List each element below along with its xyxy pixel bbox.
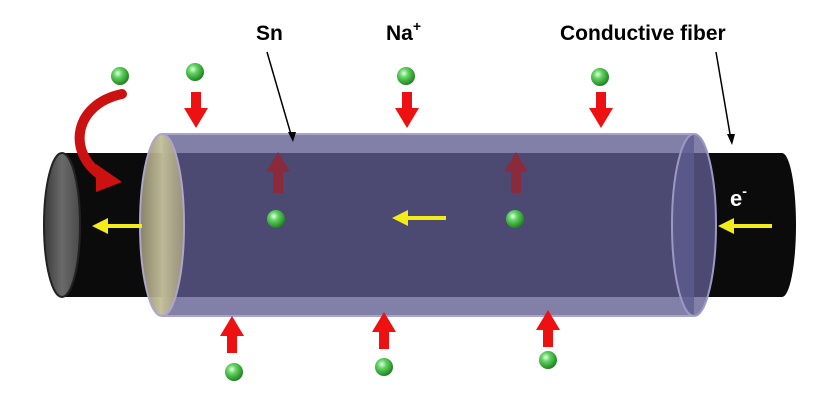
ion-group (111, 63, 609, 381)
up-arrow-icon (266, 152, 290, 193)
up-arrow-icon (372, 312, 396, 349)
na-ion-label: Na+ (386, 18, 421, 45)
ion-icon (267, 210, 285, 228)
ion-icon (591, 68, 609, 86)
up-arrow-icon (536, 310, 560, 347)
sleeve-right-end (671, 133, 717, 317)
ion-icon (397, 67, 415, 85)
up-arrow-icon (504, 152, 528, 193)
fiber-pointer-line (715, 51, 735, 145)
electron-arrows (92, 210, 772, 234)
electron-label: e- (730, 183, 747, 211)
left-arrow-icon (392, 210, 446, 226)
left-arrow-icon (718, 218, 772, 234)
inward-arrows-top (184, 92, 613, 128)
ion-icon (375, 358, 393, 376)
sn-label: Sn (256, 22, 283, 45)
left-arrow-icon (92, 218, 142, 234)
ion-icon (186, 63, 204, 81)
inward-arrows-bottom (220, 310, 560, 353)
ion-icon (539, 351, 557, 369)
sleeve-body (162, 134, 694, 316)
fiber-right-end (768, 153, 796, 297)
ion-icon (506, 210, 524, 228)
faded-arrows (266, 152, 528, 193)
down-arrow-icon (184, 92, 208, 128)
down-arrow-icon (589, 92, 613, 128)
curved-arrow-icon (74, 89, 127, 192)
down-arrow-icon (395, 92, 419, 128)
sleeve-left-end (139, 133, 185, 317)
tin-sleeve (139, 133, 717, 317)
up-arrow-icon (220, 316, 244, 353)
ion-icon (111, 67, 129, 85)
fiber-left-end (43, 152, 81, 298)
conductive-fiber-label: Conductive fiber (560, 22, 726, 45)
sn-pointer-line (266, 51, 296, 142)
ion-icon (225, 363, 243, 381)
